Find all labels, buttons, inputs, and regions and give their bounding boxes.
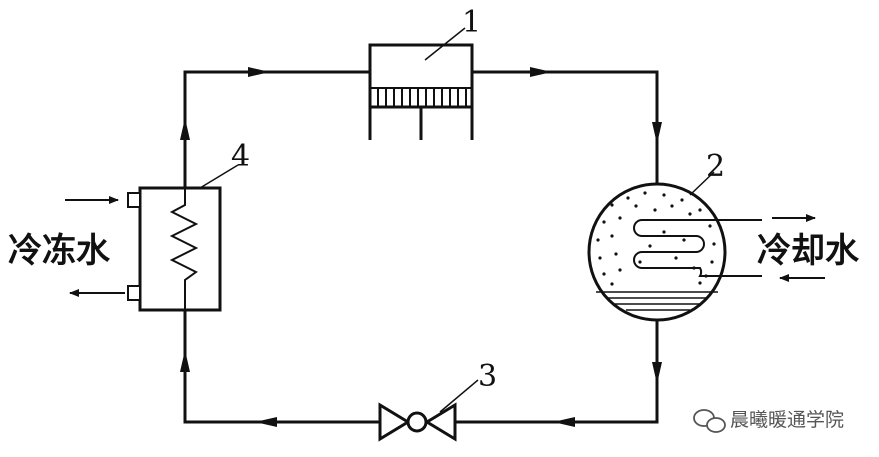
flow-arrows: [180, 67, 662, 427]
label-component-3: 3: [478, 359, 497, 394]
valve-leader: [439, 379, 479, 413]
flow-arrow-bottom-left: [255, 417, 277, 427]
evaporator-shell: [138, 186, 222, 312]
flow-arrow-top-right: [530, 67, 552, 77]
watermark-text: 晨曦暖通学院: [730, 409, 844, 431]
valve-left-triangle: [378, 402, 411, 442]
label-component-4: 4: [231, 139, 250, 174]
compressor-leader: [424, 27, 466, 61]
condenser-leader: [689, 171, 715, 196]
valve-center: [406, 411, 428, 433]
evaporator-nozzle-top: [127, 192, 141, 208]
flow-arrow-right-down-1: [652, 122, 662, 144]
watermark: 晨曦暖通学院: [693, 409, 844, 433]
flow-arrow-top-left: [248, 67, 270, 77]
cooling-water-label: 冷却水: [757, 231, 860, 271]
flow-arrow-bottom-right: [553, 417, 575, 427]
flow-arrow-left-up-1: [180, 350, 190, 372]
loop-right-bottom: [455, 320, 659, 424]
wechat-icon: [693, 409, 726, 433]
expansion-valve: [378, 379, 479, 442]
label-component-2: 2: [706, 149, 725, 184]
loop-bottom-left: [183, 308, 380, 424]
loop-top-right: [472, 70, 659, 185]
chilled-water-label: 冷冻水: [8, 231, 111, 271]
condenser: [587, 171, 727, 322]
condenser-coil: [633, 219, 720, 277]
compressor: [368, 27, 474, 140]
label-component-1: 1: [462, 5, 481, 40]
evaporator-coil: [169, 188, 199, 310]
cooling-water-pipes: [720, 214, 825, 282]
chilled-water-pipes: [65, 196, 125, 297]
flow-arrow-right-down-2: [652, 362, 662, 384]
compressor-piston-rings: [370, 87, 472, 108]
evaporator-nozzle-bottom: [127, 285, 141, 301]
evaporator-leader: [199, 164, 239, 189]
evaporator: [127, 164, 239, 312]
flow-arrow-left-up-2: [180, 118, 190, 140]
loop-top-left: [183, 70, 370, 188]
condenser-liquid-level: [596, 291, 718, 311]
valve-right-triangle: [424, 402, 457, 442]
